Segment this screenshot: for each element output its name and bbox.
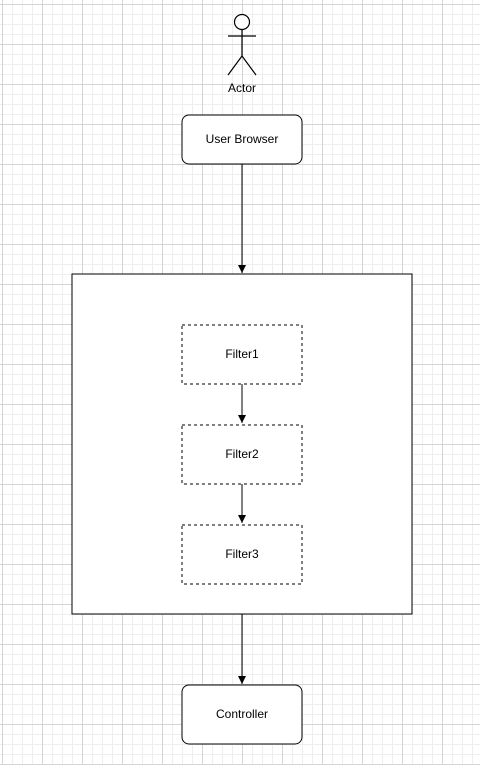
filter2-label: Filter2 bbox=[225, 447, 259, 461]
filter2-node[interactable]: Filter2 bbox=[181, 424, 303, 485]
user-browser-label: User Browser bbox=[206, 132, 279, 146]
filter1-label: Filter1 bbox=[225, 347, 259, 361]
user-browser-node[interactable]: User Browser bbox=[181, 114, 303, 165]
controller-node[interactable]: Controller bbox=[181, 684, 303, 745]
actor-icon[interactable] bbox=[227, 13, 257, 76]
controller-label: Controller bbox=[216, 707, 268, 721]
filter1-node[interactable]: Filter1 bbox=[181, 324, 303, 385]
filter3-node[interactable]: Filter3 bbox=[181, 524, 303, 585]
filter3-label: Filter3 bbox=[225, 547, 259, 561]
actor-label: Actor bbox=[228, 81, 256, 95]
